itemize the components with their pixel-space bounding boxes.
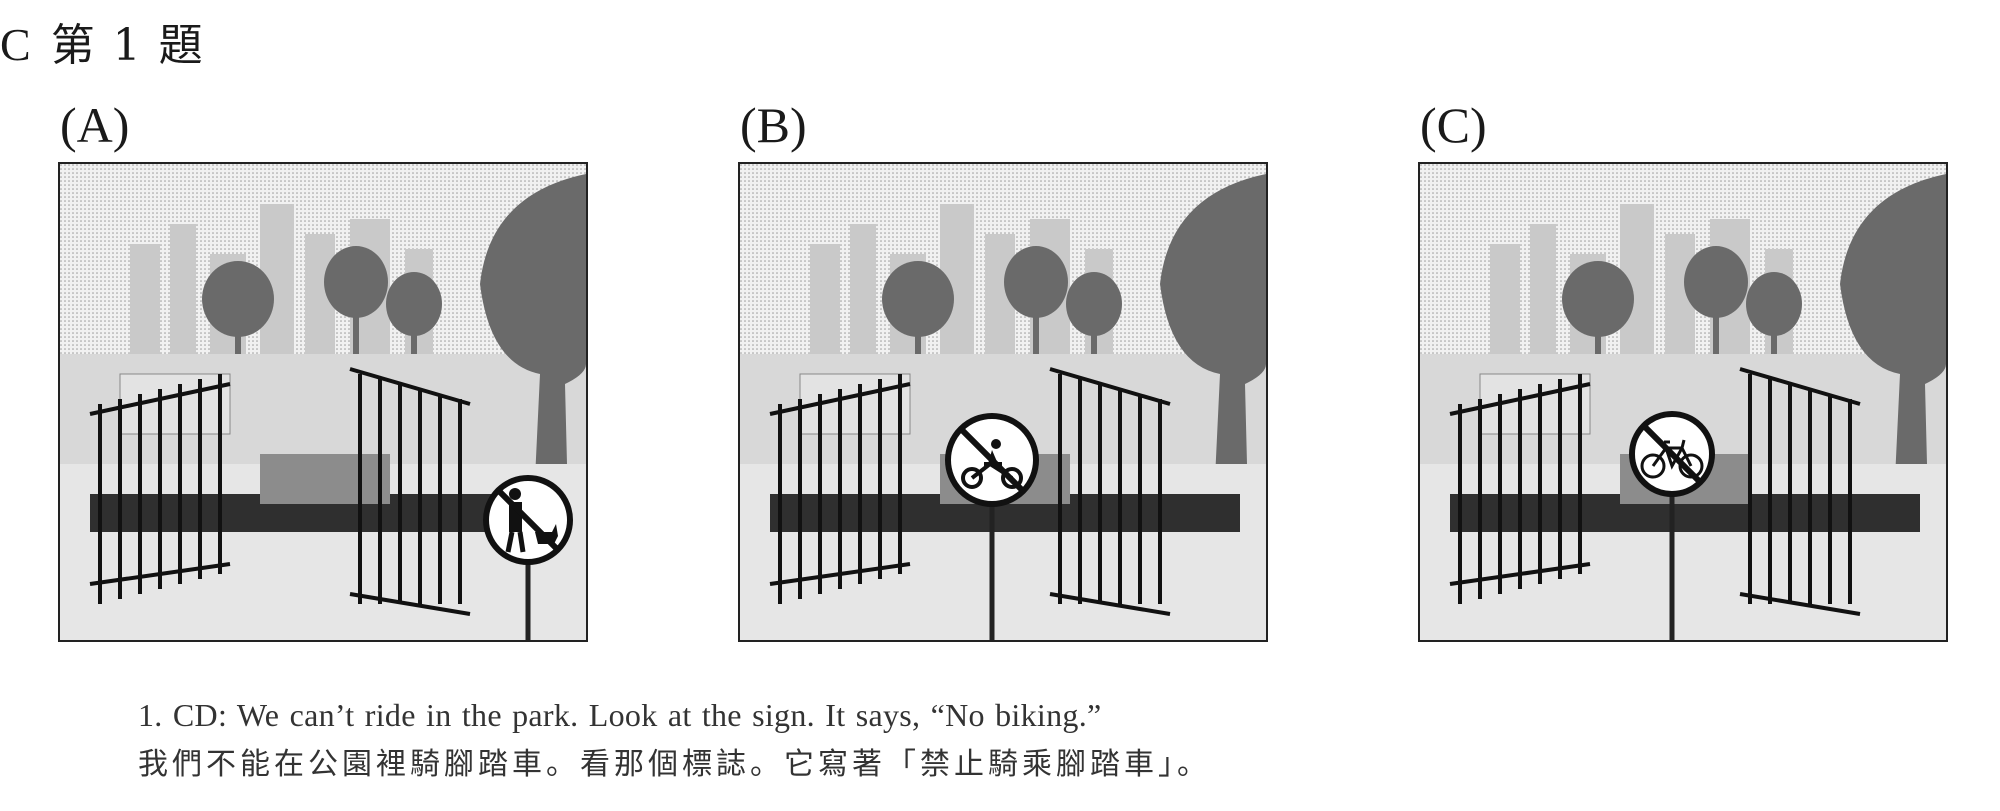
no-dog-walking-sign-icon xyxy=(483,475,573,640)
no-bicycles-sign-icon xyxy=(1629,411,1715,640)
option-label: (B) xyxy=(740,97,807,153)
answer-caption: 1. CD: We can’t ride in the park. Look a… xyxy=(138,690,1538,790)
option-a-illustration xyxy=(58,162,588,642)
park-gate-scene xyxy=(60,164,586,640)
section-letter: C xyxy=(0,19,33,70)
question-heading: C 第 1 題 xyxy=(0,10,205,80)
option-label: (A) xyxy=(60,97,130,153)
option-b[interactable]: (B) xyxy=(738,90,1268,642)
question-title: 第 1 題 xyxy=(50,20,205,71)
option-c-illustration xyxy=(1418,162,1948,642)
option-a[interactable]: (A) xyxy=(58,90,588,642)
option-label: (C) xyxy=(1420,97,1487,153)
option-c[interactable]: (C) xyxy=(1418,90,1948,642)
park-gate-scene xyxy=(740,164,1266,640)
no-motorcycles-sign-icon xyxy=(945,413,1039,640)
park-gate-scene xyxy=(1420,164,1946,640)
option-b-illustration xyxy=(738,162,1268,642)
caption-english: 1. CD: We can’t ride in the park. Look a… xyxy=(138,697,1102,733)
caption-chinese: 我們不能在公園裡騎腳踏車。看那個標誌。它寫著「禁止騎乘腳踏車」。 xyxy=(138,747,1211,782)
